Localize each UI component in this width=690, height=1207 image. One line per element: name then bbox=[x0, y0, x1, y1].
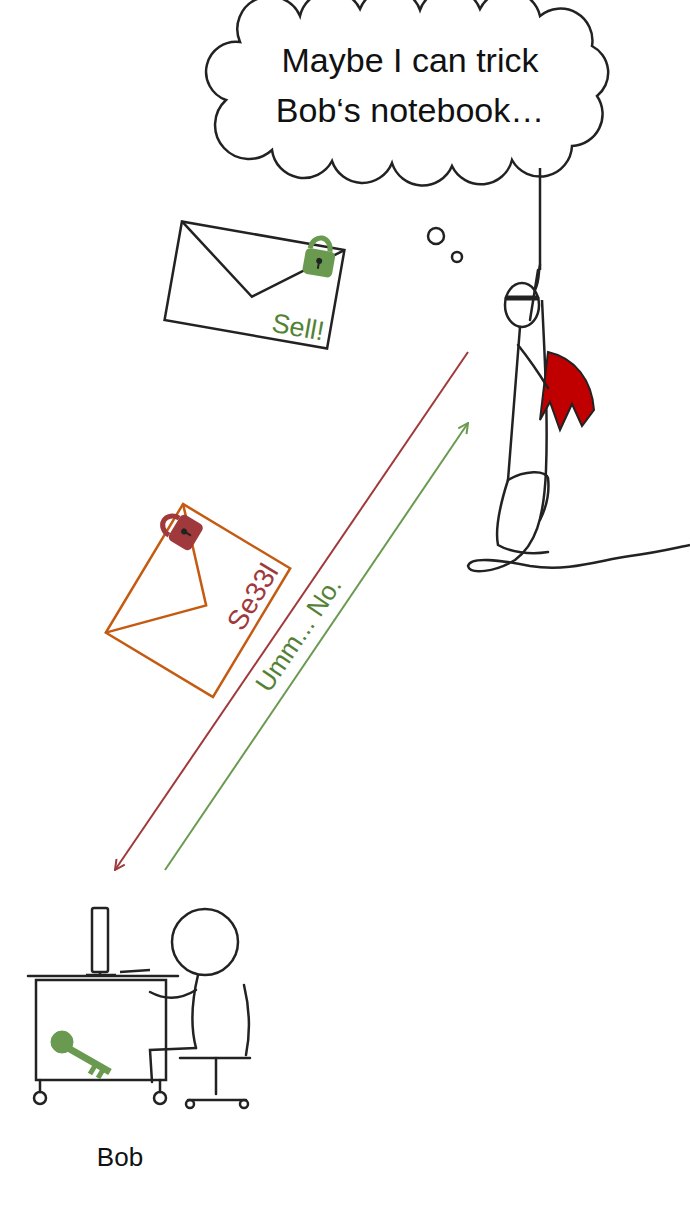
reply-arrow bbox=[165, 423, 468, 870]
envelope-flap bbox=[171, 221, 344, 311]
lock-symbol bbox=[302, 236, 338, 279]
thought-cloud bbox=[206, 0, 608, 185]
monitor bbox=[86, 908, 150, 976]
thought-dot bbox=[452, 252, 462, 262]
key-symbol bbox=[51, 1031, 110, 1078]
attacker-figure bbox=[497, 265, 594, 553]
envelope-box: Sell! bbox=[165, 221, 345, 348]
lock-symbol bbox=[157, 507, 205, 552]
envelope-body bbox=[165, 221, 345, 348]
thought-text: Maybe I can trick Bob‘s notebook… bbox=[240, 35, 580, 135]
person-name: Bob bbox=[70, 1142, 170, 1172]
envelope-flap bbox=[106, 504, 245, 670]
bob-node: Bob bbox=[30, 870, 255, 1180]
message-arrow bbox=[115, 352, 468, 870]
rope bbox=[468, 168, 690, 571]
bob-figure bbox=[150, 909, 250, 1108]
attacker-node: Maybe I can trick Bob‘s notebook… bbox=[468, 255, 690, 585]
thought-dot bbox=[428, 228, 444, 244]
